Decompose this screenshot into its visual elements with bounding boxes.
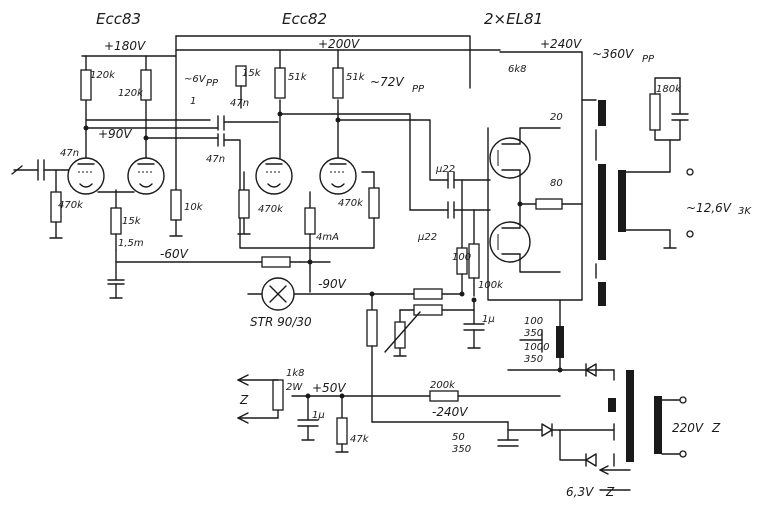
label-c4: µ22: [435, 164, 455, 175]
label-a5: ~360V: [592, 47, 634, 61]
label-r21: 20: [550, 112, 563, 123]
label-a3: ~72V: [370, 75, 404, 89]
label-180v: +180V: [104, 39, 146, 53]
label-r2: 120k: [90, 70, 116, 81]
label-a4: PP: [412, 84, 425, 95]
label-r3: 120k: [118, 88, 144, 99]
junction-dots: [83, 111, 563, 399]
label-m240v: -240V: [432, 405, 468, 419]
labels: Ecc83 Ecc82 2×EL81 +180V +200V +240V +90…: [58, 10, 752, 499]
tube-ecc82: [217, 49, 415, 263]
label-r17: 1k8: [286, 368, 305, 379]
label-ecc82: Ecc82: [282, 10, 327, 28]
label-r7: 15k: [242, 68, 262, 79]
label-r10: 470k: [258, 204, 284, 215]
label-a2: PP: [206, 78, 219, 89]
label-a11: 220V: [672, 421, 704, 435]
label-a7: 4mA: [316, 232, 339, 243]
label-r8: 51k: [288, 72, 308, 83]
label-m90v: -90V: [318, 277, 347, 291]
tube-ecc83: [67, 55, 301, 299]
label-c10: 100: [524, 316, 543, 327]
label-c5: µ22: [417, 232, 437, 243]
label-r11: 470k: [338, 198, 364, 209]
output-transformer: [581, 77, 694, 306]
power-supply: [237, 299, 687, 491]
label-c12: 1000: [524, 342, 549, 353]
label-c1: 47n: [60, 148, 79, 159]
label-r19: 47k: [350, 434, 370, 445]
label-m60v: -60V: [160, 247, 189, 261]
label-r5: 1,5m: [118, 238, 144, 249]
label-90v: +90V: [98, 127, 132, 141]
label-r14: 100k: [478, 280, 504, 291]
label-a16: 1: [190, 96, 196, 107]
label-c13: 350: [524, 354, 543, 365]
label-r6: 10k: [184, 202, 204, 213]
label-50v: +50V: [312, 381, 346, 395]
label-a10: 3K: [738, 206, 752, 217]
label-el81: 2×EL81: [484, 10, 543, 28]
label-r13: 100: [452, 252, 471, 263]
supply-rails: [81, 35, 583, 301]
label-c11: 350: [524, 328, 543, 339]
label-c2: 47n: [230, 98, 249, 109]
label-r15: 180k: [656, 84, 682, 95]
label-a14: 6,3V: [566, 485, 594, 499]
label-a9: ~12,6V: [686, 201, 732, 215]
label-r9: 51k: [346, 72, 366, 83]
label-r12: 6k8: [508, 64, 527, 75]
label-a8: STR 90/30: [250, 315, 312, 329]
label-r20: 80: [550, 178, 563, 189]
label-a13: Z: [239, 393, 249, 407]
label-c6: 1µ: [482, 314, 495, 325]
label-240v: +240V: [540, 37, 582, 51]
label-c9: 350: [452, 444, 471, 455]
label-a6: PP: [642, 54, 655, 65]
label-r18: 2W: [286, 382, 303, 393]
output-tubes: [409, 119, 583, 301]
input-stage: [11, 159, 77, 239]
label-r16: 200k: [430, 380, 456, 391]
label-ecc83: Ecc83: [96, 10, 141, 28]
label-a12: Z: [711, 421, 721, 435]
label-r4: 15k: [122, 216, 142, 227]
label-a15: Z: [605, 485, 615, 499]
label-200v: +200V: [318, 37, 360, 51]
label-c7: 1µ: [312, 410, 325, 421]
label-c3: 47n: [206, 154, 225, 165]
bias-network: [247, 256, 485, 423]
label-r1: 470k: [58, 200, 84, 211]
label-c8: 50: [452, 432, 465, 443]
label-a1: ~6V: [184, 74, 207, 85]
